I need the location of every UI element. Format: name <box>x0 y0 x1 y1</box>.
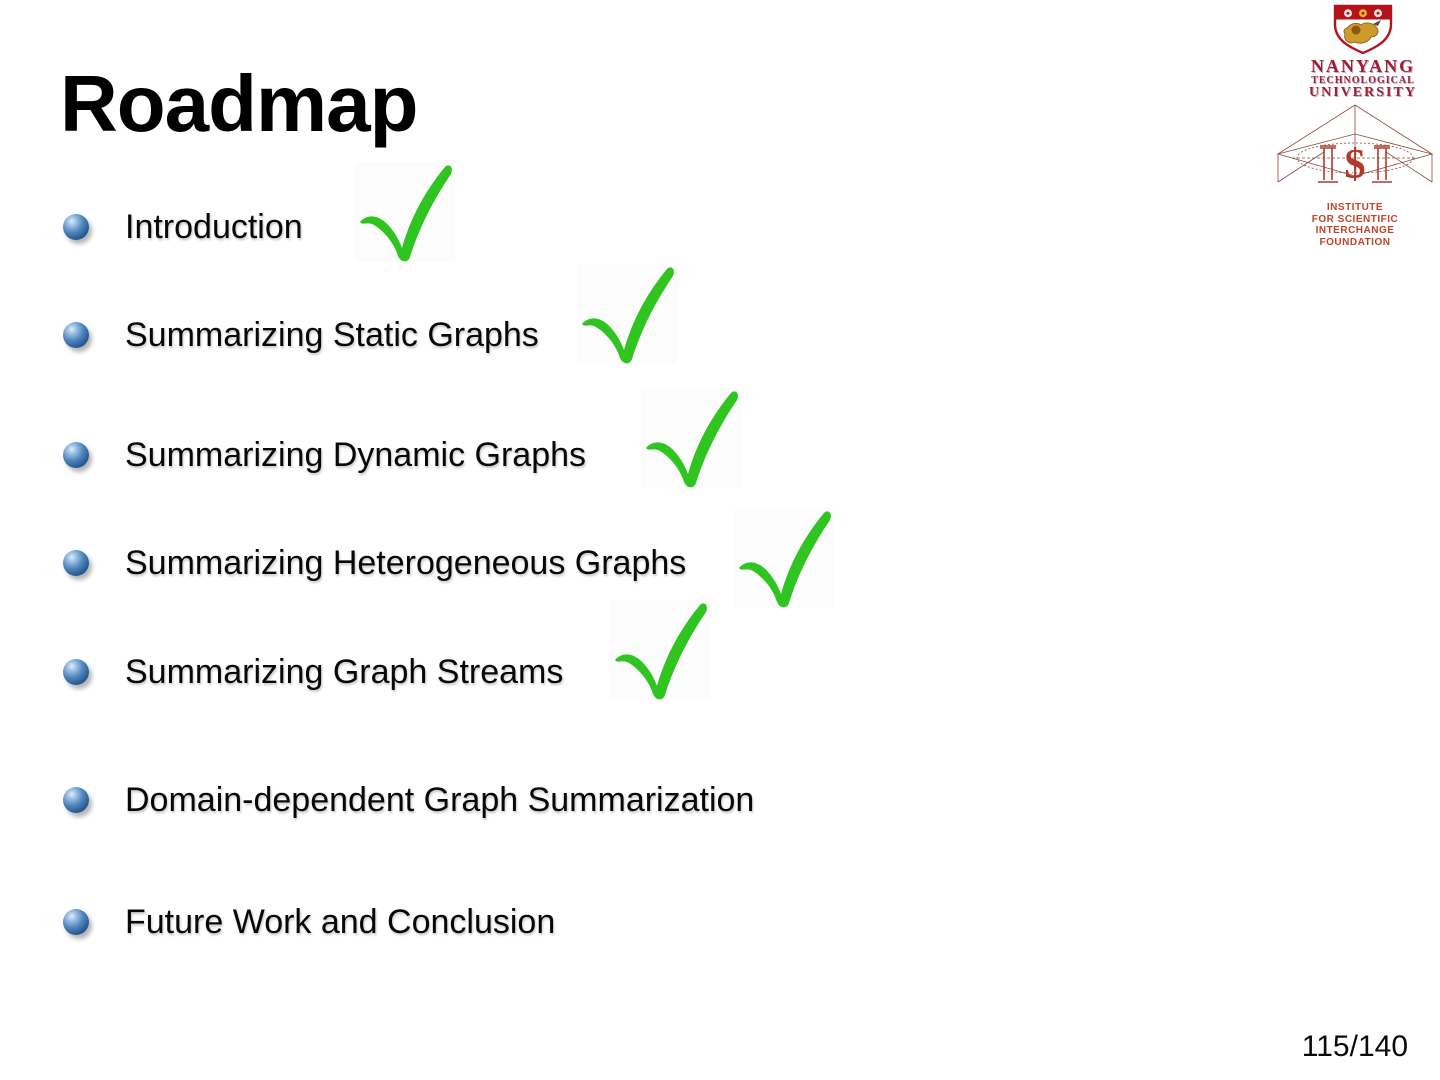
roadmap-item-label: Summarizing Graph Streams <box>125 652 564 691</box>
roadmap-item-dynamic-graphs: Summarizing Dynamic Graphs <box>63 433 586 477</box>
sphere-bullet-icon <box>63 442 89 468</box>
isi-logo-line3: FOUNDATION <box>1319 236 1391 248</box>
roadmap-item-graph-streams: Summarizing Graph Streams <box>63 650 563 694</box>
sphere-bullet-icon <box>63 909 89 935</box>
isi-logo: $ INSTITUTE FOR SCIENTIFIC INTERCHANGE F… <box>1272 102 1438 248</box>
check-icon <box>641 388 741 488</box>
roadmap-item-introduction: Introduction <box>63 205 303 249</box>
check-icon <box>355 162 455 262</box>
roadmap-item-label: Domain-dependent Graph Summarization <box>125 780 755 819</box>
ntu-logo-line3: UNIVERSITY <box>1309 85 1417 100</box>
check-icon <box>577 264 677 364</box>
roadmap-item-heterogeneous-graphs: Summarizing Heterogeneous Graphs <box>63 541 686 585</box>
page-number: 115/140 <box>1301 1030 1408 1063</box>
ntu-logo-line1: NANYANG <box>1310 56 1416 76</box>
isi-drawing-icon: $ <box>1276 104 1434 188</box>
roadmap-item-label: Future Work and Conclusion <box>125 902 556 941</box>
roadmap-item-domain-dependent: Domain-dependent Graph Summarization <box>63 778 754 822</box>
roadmap-item-label: Summarizing Heterogeneous Graphs <box>125 543 687 582</box>
isi-logo-line1: INSTITUTE <box>1326 202 1384 213</box>
ntu-logo-line2: TECHNOLOGICAL <box>1311 75 1415 86</box>
roadmap-item-label: Introduction <box>125 207 303 246</box>
svg-text:$: $ <box>1345 142 1366 188</box>
ntu-shield-icon <box>1333 4 1393 54</box>
check-icon <box>610 600 710 700</box>
sphere-bullet-icon <box>63 550 89 576</box>
sphere-bullet-icon <box>63 322 89 348</box>
page-title: Roadmap <box>60 59 418 148</box>
roadmap-item-static-graphs: Summarizing Static Graphs <box>63 313 539 357</box>
ntu-logo: NANYANG TECHNOLOGICAL UNIVERSITY <box>1296 4 1430 100</box>
roadmap-item-label: Summarizing Static Graphs <box>125 315 539 354</box>
isi-logo-line2: FOR SCIENTIFIC INTERCHANGE <box>1311 213 1399 237</box>
sphere-bullet-icon <box>63 659 89 685</box>
roadmap-item-label: Summarizing Dynamic Graphs <box>125 435 587 474</box>
roadmap-item-future-work: Future Work and Conclusion <box>63 900 555 944</box>
sphere-bullet-icon <box>63 787 89 813</box>
check-icon <box>734 508 834 608</box>
sphere-bullet-icon <box>63 214 89 240</box>
